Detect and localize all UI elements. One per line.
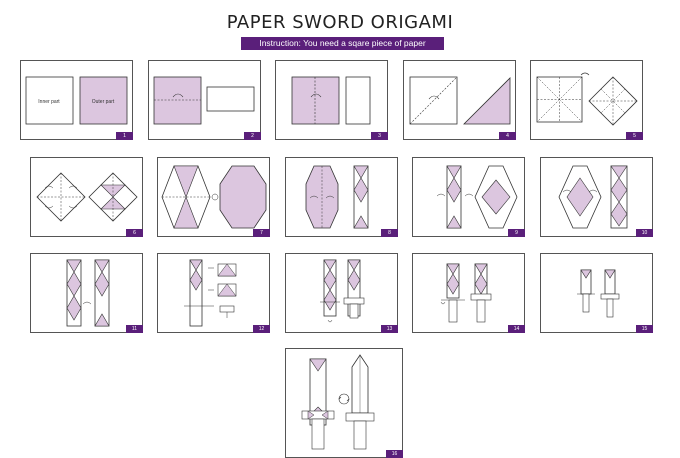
step-number: 12 — [253, 325, 270, 333]
step-12-panel: 12 — [157, 253, 270, 333]
step-number: 14 — [508, 325, 525, 333]
step-number: 10 — [636, 229, 653, 237]
step-number: 11 — [126, 325, 143, 333]
step-number: 3 — [371, 132, 388, 140]
step-9-panel: 9 — [412, 157, 525, 237]
step-13-panel: 13 — [285, 253, 398, 333]
step-number: 15 — [636, 325, 653, 333]
step-number: 5 — [626, 132, 643, 140]
outer-part-label: Outer part — [92, 99, 115, 105]
step-1-panel: Inner part Outer part 1 — [20, 60, 133, 140]
step-11-panel: 11 — [30, 253, 143, 333]
instruction-banner: Instruction: You need a sqare piece of p… — [241, 37, 444, 50]
inner-part-label: Inner part — [38, 99, 60, 105]
step-number: 1 — [116, 132, 133, 140]
step-number: 2 — [244, 132, 261, 140]
step-15-panel: 15 — [540, 253, 653, 333]
step-7-panel: 7 — [157, 157, 270, 237]
step-16-panel: 16 — [285, 348, 403, 458]
step-6-panel: 6 — [30, 157, 143, 237]
step-5-panel: 5 — [530, 60, 643, 140]
step-10-panel: 10 — [540, 157, 653, 237]
step-3-panel: 3 — [275, 60, 388, 140]
step-2-panel: 2 — [148, 60, 261, 140]
step-4-panel: 4 — [403, 60, 516, 140]
step-number: 13 — [381, 325, 398, 333]
step-14-panel: 14 — [412, 253, 525, 333]
step-8-panel: 8 — [285, 157, 398, 237]
step-number: 16 — [386, 450, 403, 458]
step-number: 8 — [381, 229, 398, 237]
step-number: 4 — [499, 132, 516, 140]
page-title: PAPER SWORD ORIGAMI — [226, 12, 454, 33]
step-number: 6 — [126, 229, 143, 237]
step-number: 9 — [508, 229, 525, 237]
step-number: 7 — [253, 229, 270, 237]
